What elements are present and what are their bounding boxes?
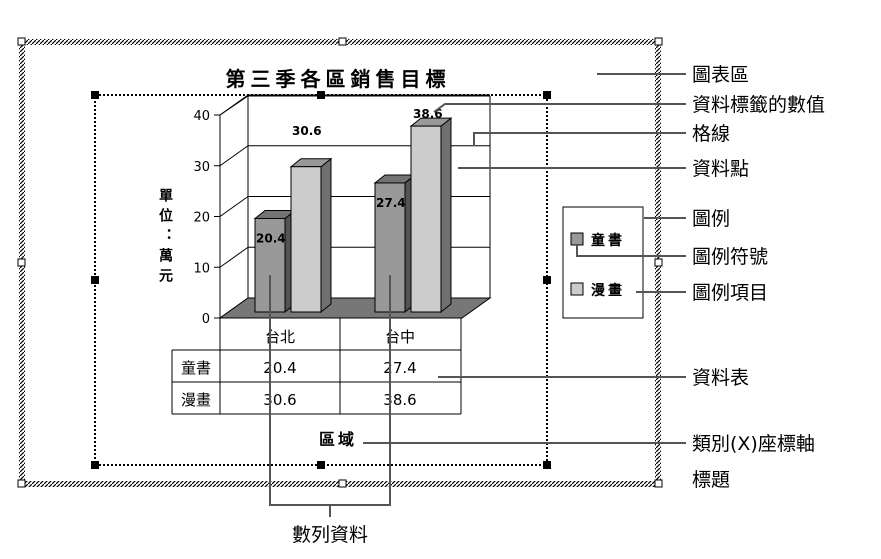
bar	[409, 117, 453, 314]
label-legend-entry: 圖例項目	[692, 282, 768, 304]
table-row1-taichung: 27.4	[383, 359, 416, 377]
label-legend: 圖例	[692, 208, 730, 230]
table-row2-label: 漫畫	[181, 391, 211, 409]
bar-front	[410, 125, 442, 313]
data-table	[171, 318, 462, 415]
table-row1-taipei: 20.4	[263, 359, 296, 377]
label-category-axis-title-1: 類別(X)座標軸	[692, 433, 815, 455]
bars	[253, 117, 453, 314]
chart-area-handles[interactable]	[17, 37, 663, 488]
chart-title: 第三季各區銷售目標	[226, 67, 451, 91]
label-chart-area: 圖表區	[692, 64, 749, 86]
label-category-axis-title-2: 標題	[692, 469, 730, 491]
bar	[289, 157, 333, 314]
y-tick-label: 0	[202, 312, 210, 327]
y-axis-title: 單位：萬元	[157, 188, 173, 288]
gridline-side	[219, 94, 249, 116]
gridline-side	[219, 196, 249, 217]
legend-entry-series1: 童書	[591, 232, 625, 249]
table-header-taipei: 台北	[265, 328, 295, 346]
legend-symbol-series2	[570, 282, 584, 296]
label-data-table: 資料表	[692, 367, 749, 389]
bar-data-label: 20.4	[256, 231, 286, 245]
bar-front	[290, 166, 322, 313]
y-tick-label: 30	[193, 160, 210, 175]
label-data-label-value: 資料標籤的數值	[692, 94, 825, 116]
table-header-taichung: 台中	[385, 328, 415, 346]
y-axis-ticks: 0 10 20 30 40	[193, 109, 221, 327]
table-row2-taipei: 30.6	[263, 391, 296, 409]
label-legend-symbol: 圖例符號	[692, 246, 768, 268]
bar-side	[440, 117, 452, 314]
gridline-side	[219, 246, 249, 268]
bar-data-label: 27.4	[376, 196, 406, 210]
legend-entry-series2: 漫畫	[591, 282, 625, 299]
callout-labels: 圖表區 資料標籤的數值 格線 資料點 圖例 圖例符號 圖例項目 資料表 類別(X…	[292, 64, 825, 546]
bar-data-label: 30.6	[292, 124, 322, 138]
x-axis-title: 區域	[319, 430, 357, 449]
table-row1-label: 童書	[181, 359, 211, 377]
label-gridlines: 格線	[692, 123, 730, 145]
y-tick-label: 10	[193, 261, 210, 276]
y-tick-label: 40	[193, 109, 210, 124]
y-tick-label: 20	[193, 211, 210, 226]
callout-lines	[269, 73, 686, 517]
table-row2-taichung: 38.6	[383, 391, 416, 409]
bar-side	[320, 157, 332, 314]
gridline-side	[219, 145, 249, 167]
legend-box[interactable]	[562, 206, 644, 319]
legend-symbol-series1	[570, 232, 584, 246]
bar	[253, 209, 297, 314]
label-data-point: 資料點	[692, 158, 749, 180]
label-data-series: 數列資料	[292, 524, 368, 546]
